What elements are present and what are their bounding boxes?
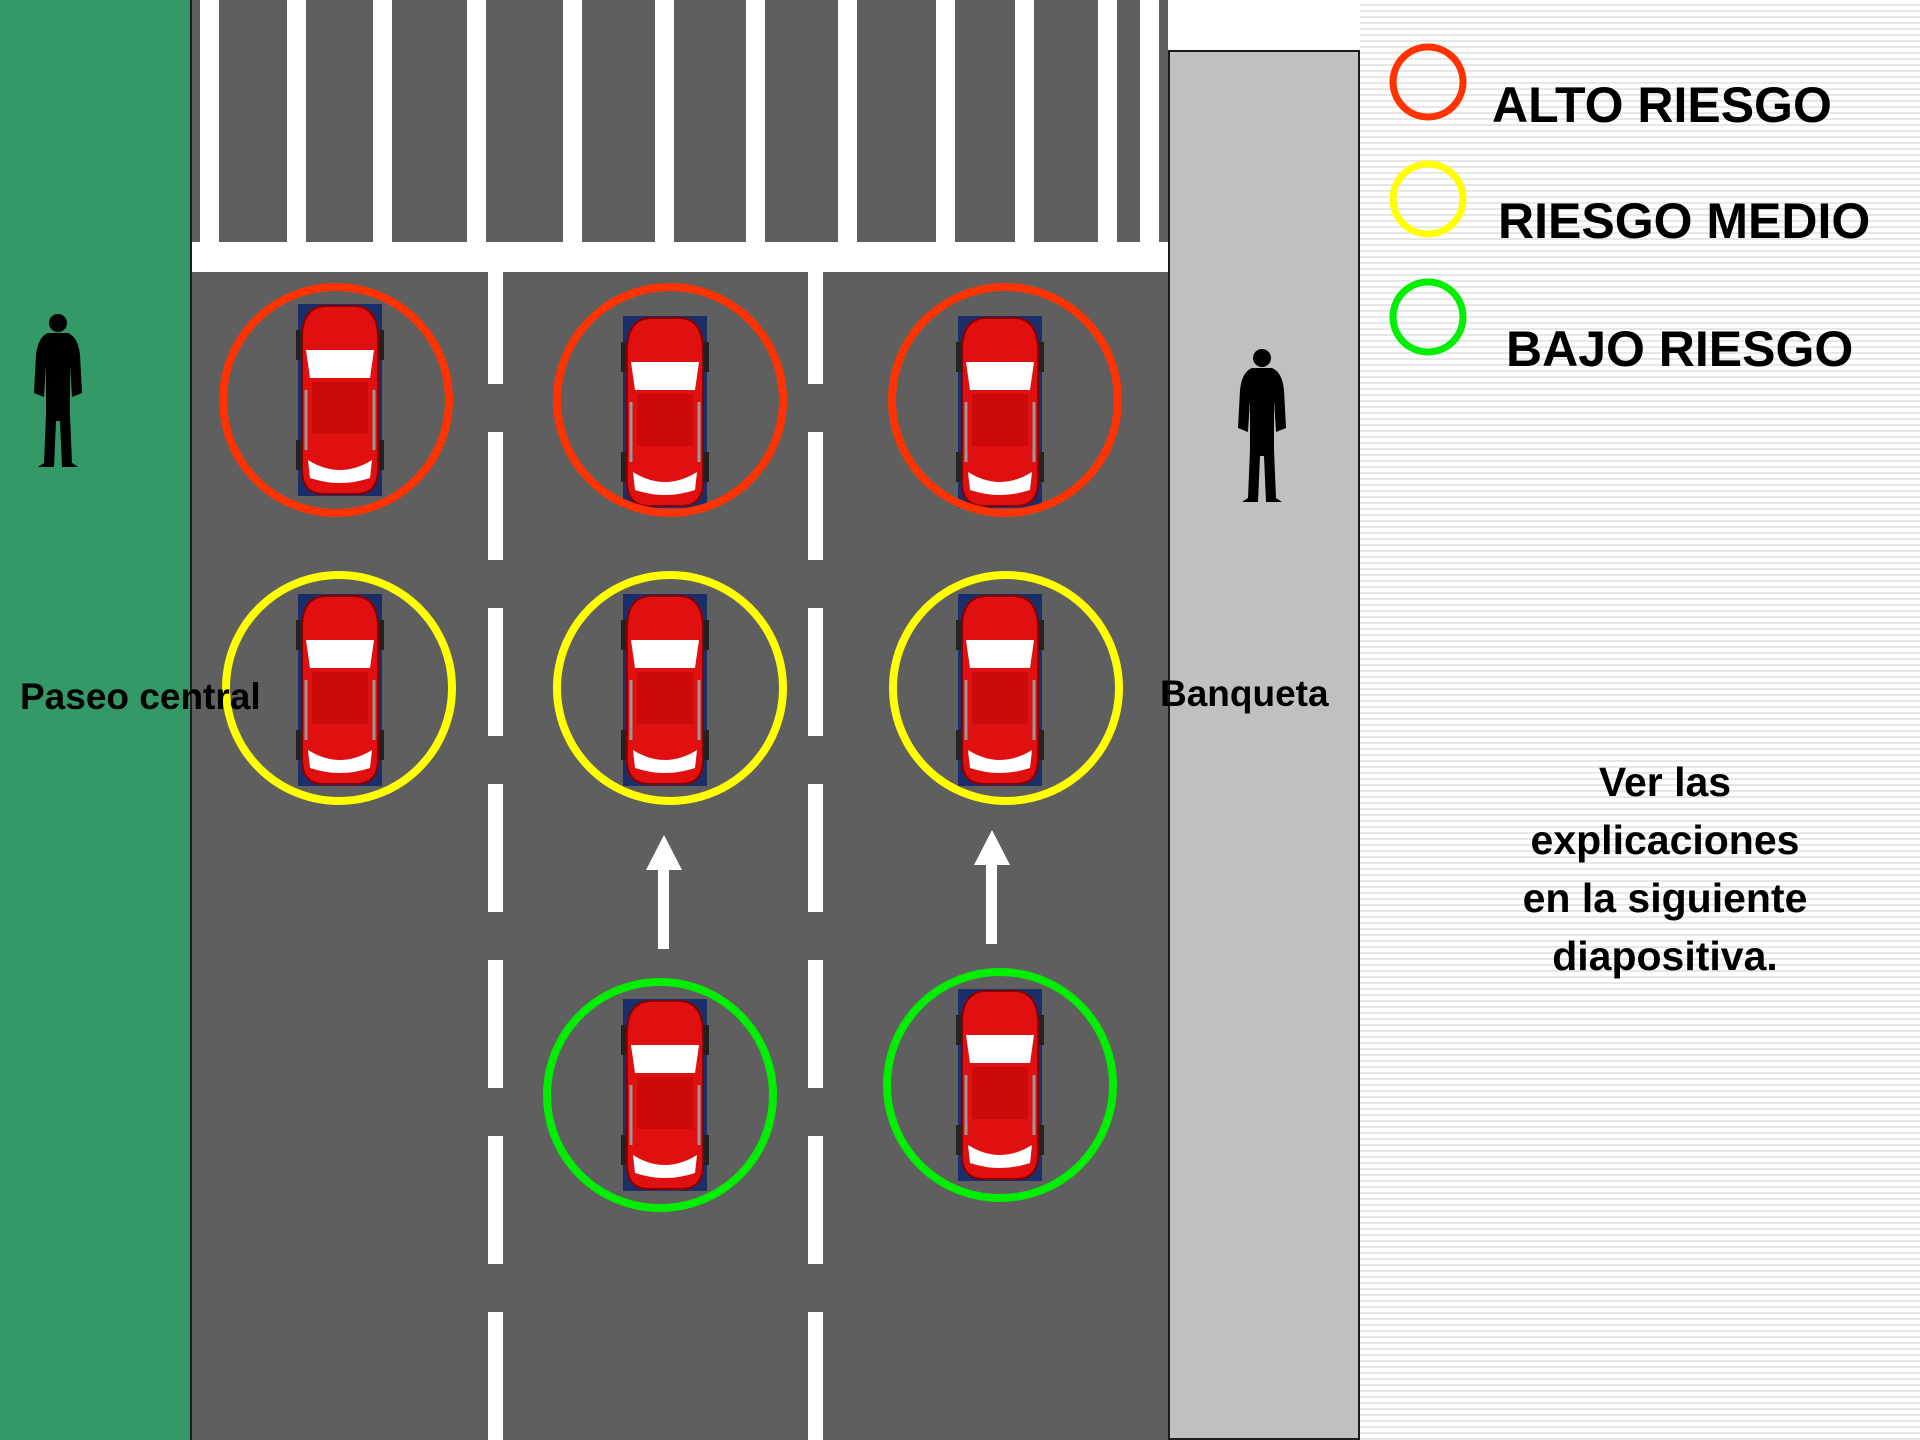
legend-low-label: BAJO RIESGO (1506, 321, 1854, 377)
slide-background (1360, 0, 1920, 1440)
note-line: diapositiva. (1552, 933, 1778, 979)
pedestrian-median-icon (34, 314, 82, 467)
arrow-up-icon (646, 835, 682, 949)
note-line: Ver las (1598, 759, 1732, 805)
car-left-front (294, 302, 386, 498)
sidewalk-label: Banqueta (1160, 673, 1329, 714)
risk-circle-medium (889, 571, 1123, 805)
car-center-front (619, 314, 711, 510)
pedestrian-sidewalk-icon (1238, 349, 1286, 502)
risk-circle-medium (553, 571, 787, 805)
note-line: en la siguiente (1522, 875, 1808, 921)
car-center-middle (619, 592, 711, 788)
explanation-note: Ver las explicaciones en la siguiente di… (1460, 753, 1870, 985)
arrow-up-icon (974, 830, 1010, 944)
car-right-front (954, 314, 1046, 510)
car-right-back (954, 987, 1046, 1183)
median-strip (0, 0, 192, 1440)
car-right-middle (954, 592, 1046, 788)
risk-circle-high (219, 283, 453, 517)
stop-line (192, 242, 1168, 272)
legend-low-icon (1389, 278, 1467, 356)
note-line: explicaciones (1530, 817, 1800, 863)
median-label: Paseo central (20, 676, 261, 717)
legend-medium-label: RIESGO MEDIO (1498, 193, 1871, 249)
sidewalk (1168, 50, 1360, 1440)
car-center-back (619, 997, 711, 1193)
risk-circle-high (888, 283, 1122, 517)
risk-circle-high (553, 283, 787, 517)
legend-high-label: ALTO RIESGO (1492, 77, 1832, 133)
risk-circle-low (543, 978, 777, 1212)
risk-circle-medium (222, 571, 456, 805)
risk-circle-low (883, 968, 1117, 1202)
car-left-middle (294, 592, 386, 788)
legend-high-icon (1389, 43, 1467, 121)
legend-medium-icon (1389, 160, 1467, 238)
